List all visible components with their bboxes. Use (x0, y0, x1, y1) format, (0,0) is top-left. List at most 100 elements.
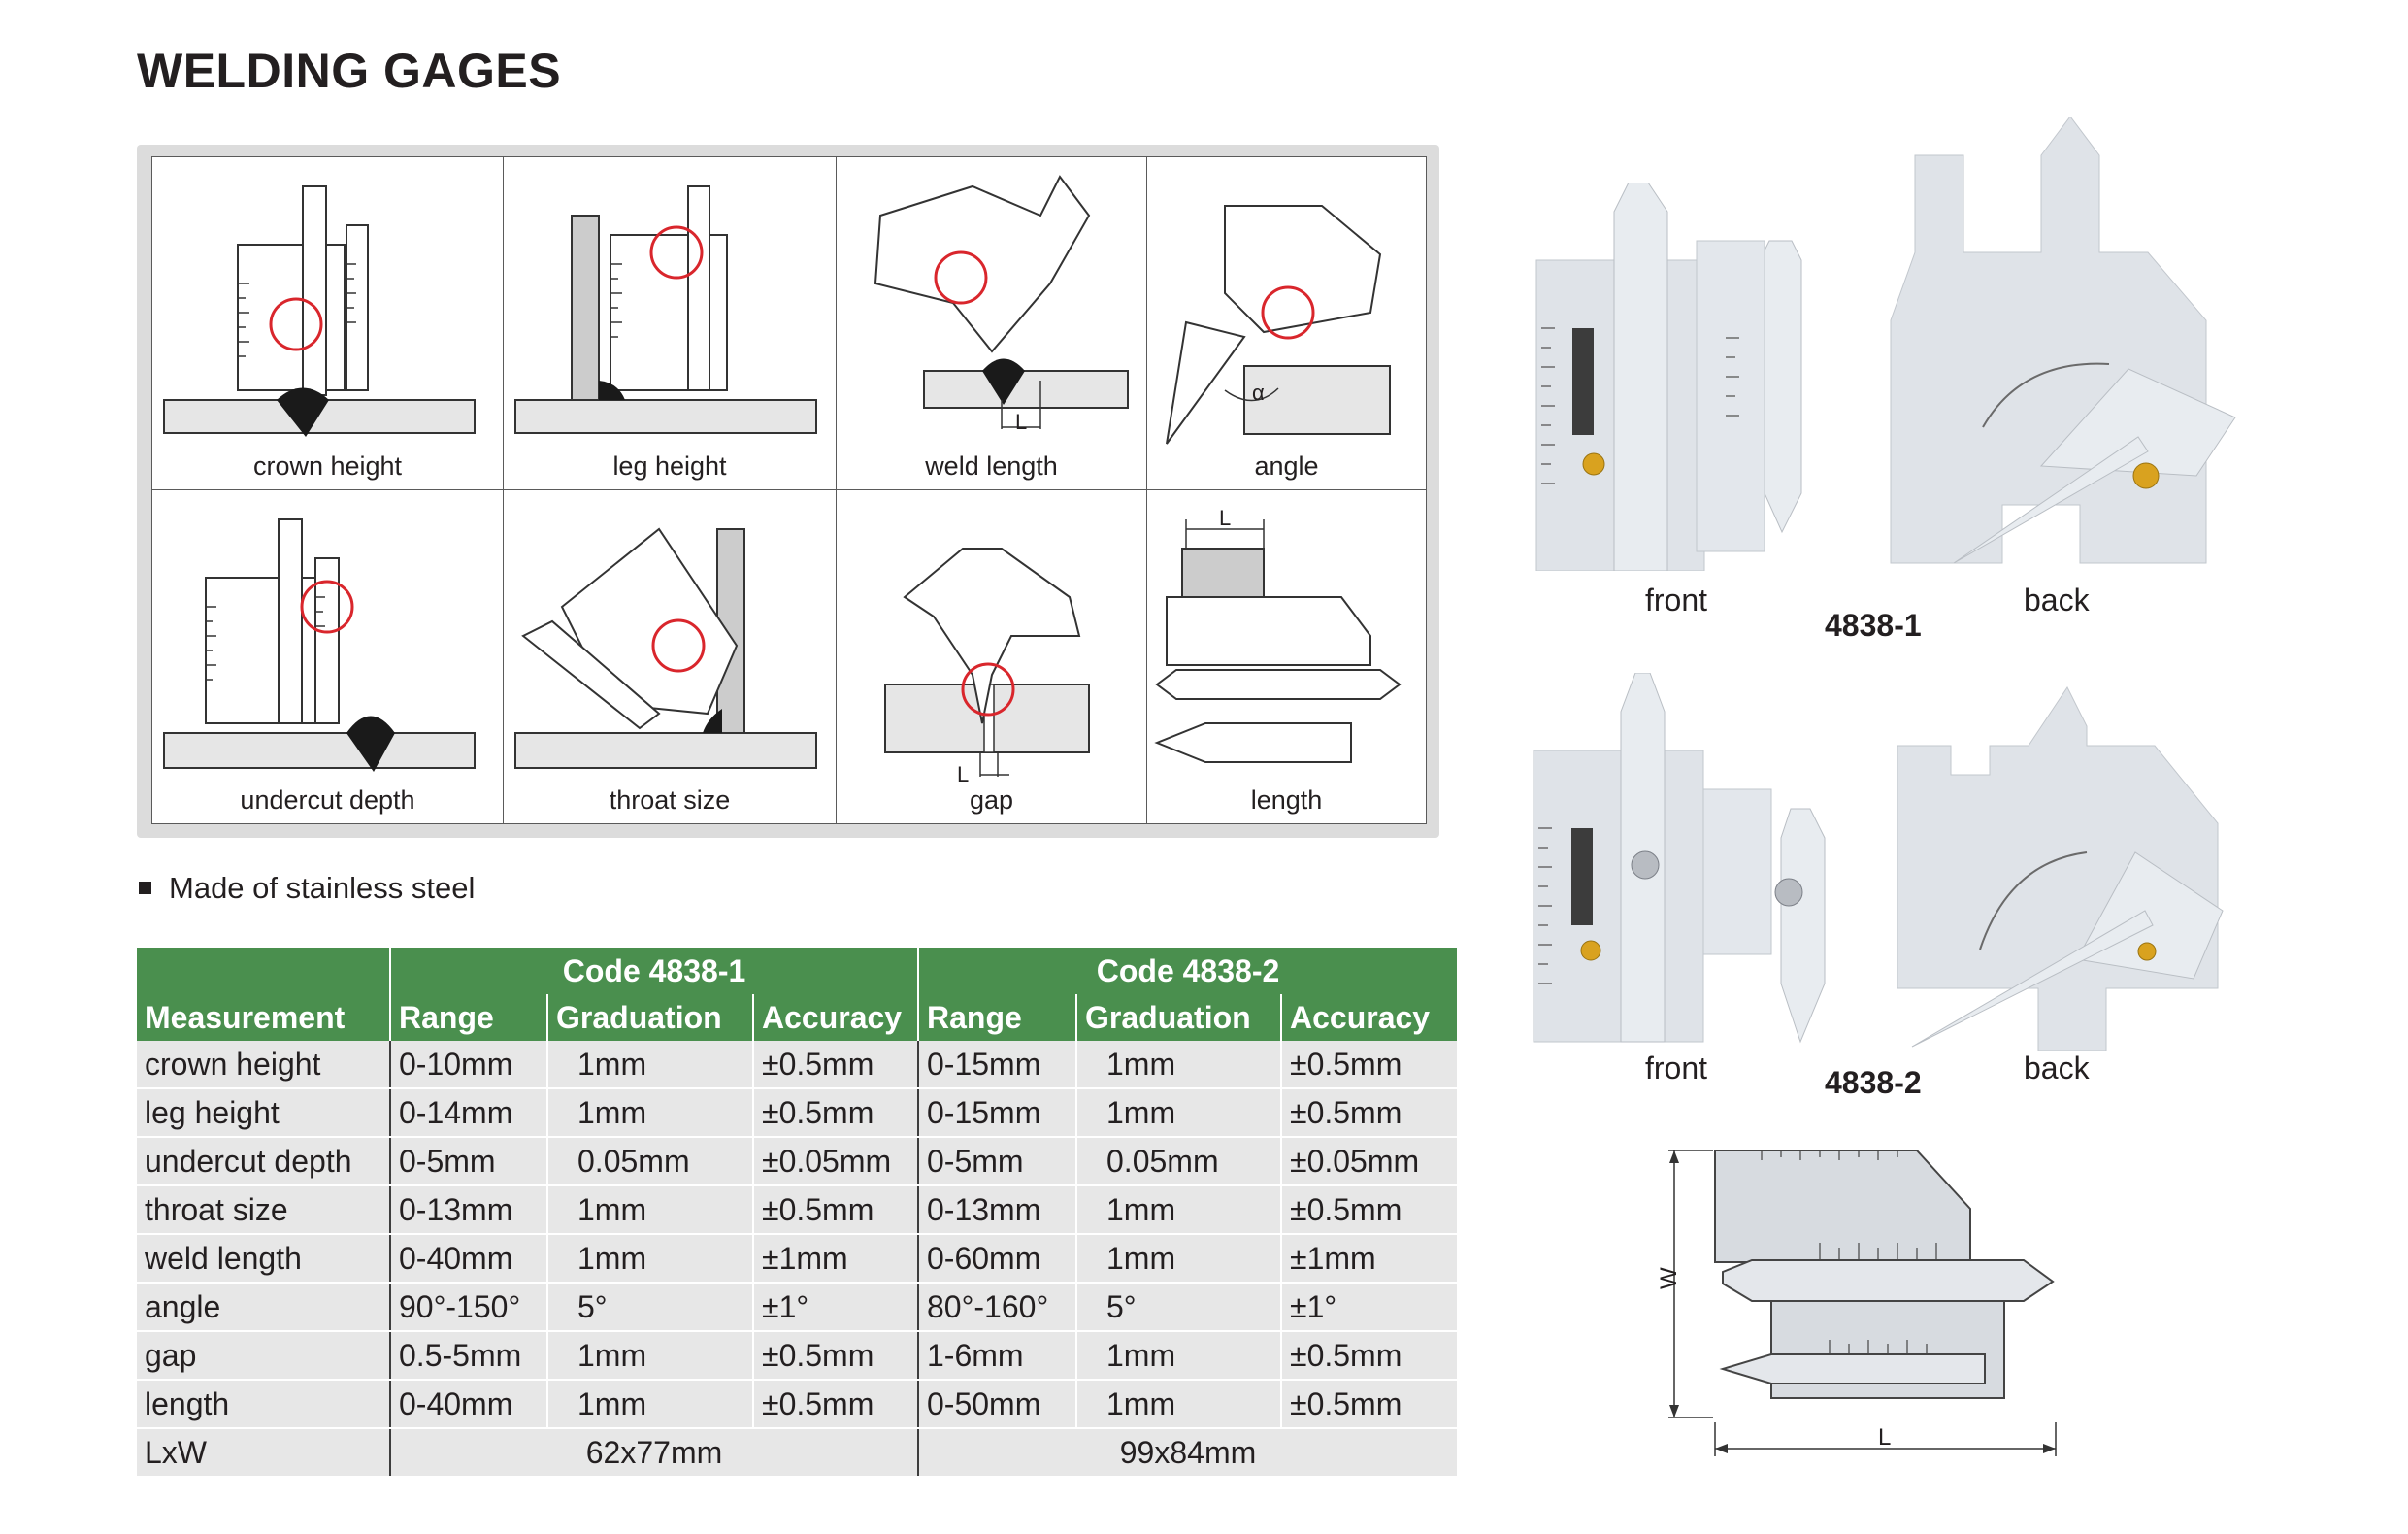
cell-graduation-1: 1mm (546, 1088, 753, 1138)
photo-label-4838-2-back: back (2024, 1050, 2090, 1085)
product-code-4838-2: 4838-2 (1825, 1065, 1922, 1100)
material-note-text: Made of stainless steel (169, 871, 476, 905)
methods-grid: crown height leg height (151, 156, 1427, 824)
cell-accuracy-1: ±1° (752, 1283, 918, 1332)
cell-accuracy-1: ±0.05mm (752, 1137, 918, 1186)
code-4838-2-header: Code 4838-2 (918, 948, 1457, 994)
methods-panel: crown height leg height (137, 145, 1439, 838)
dimension-w-label: W (1656, 1267, 1682, 1289)
angle-diagram: α (1166, 205, 1391, 445)
cell-accuracy-2: ±0.05mm (1280, 1137, 1457, 1186)
method-label-angle: angle (1254, 451, 1319, 481)
method-label-length: length (1250, 785, 1323, 815)
method-label-gap: gap (969, 785, 1014, 815)
cell-accuracy-2: ±1mm (1280, 1234, 1457, 1284)
product-code-4838-1: 4838-1 (1825, 608, 1922, 643)
method-undercut-depth: undercut depth (152, 490, 504, 823)
col-graduation-2: Graduation (1076, 994, 1282, 1041)
gage-4838-1-back-photo (1890, 117, 2236, 564)
cell-accuracy-1: ±0.5mm (752, 1185, 918, 1235)
cell-lxw-4838-2: 99x84mm (917, 1428, 1457, 1476)
cell-range-1: 0-40mm (389, 1380, 547, 1429)
bullet-square-icon (139, 882, 151, 895)
method-throat-size: throat size (504, 490, 837, 823)
length-mark: L (1219, 506, 1231, 530)
method-weld-length: L weld length (837, 157, 1147, 490)
photo-label-4838-1-front: front (1645, 583, 1708, 617)
code-4838-1-header: Code 4838-1 (390, 948, 919, 994)
spec-table: Code 4838-1 Code 4838-2 Measurement Rang… (137, 948, 1457, 1476)
photo-label-4838-1-back: back (2024, 583, 2090, 617)
cell-graduation-1: 5° (546, 1283, 753, 1332)
cell-accuracy-1: ±0.5mm (752, 1331, 918, 1381)
cell-graduation-1: 1mm (546, 1331, 753, 1381)
cell-measurement: throat size (137, 1185, 390, 1235)
photo-label-4838-2-front: front (1645, 1050, 1708, 1085)
gap-diagram: L (884, 548, 1090, 786)
col-range-1: Range (390, 994, 548, 1041)
cell-accuracy-1: ±0.5mm (752, 1088, 918, 1138)
cell-range-1: 0.5-5mm (389, 1331, 547, 1381)
cell-measurement: weld length (137, 1234, 390, 1284)
cell-measurement: length (137, 1380, 390, 1429)
table-header-row: Measurement Range Graduation Accuracy Ra… (137, 994, 1457, 1041)
cell-accuracy-2: ±0.5mm (1280, 1331, 1457, 1381)
cell-graduation-1: 1mm (546, 1041, 753, 1089)
method-crown-height: crown height (152, 157, 504, 490)
cell-graduation-2: 1mm (1075, 1088, 1281, 1138)
cell-range-1: 0-14mm (389, 1088, 547, 1138)
throat-size-diagram (514, 527, 817, 769)
cell-range-1: 0-40mm (389, 1234, 547, 1284)
method-label-leg-height: leg height (612, 451, 727, 481)
cell-lxw-label: LxW (137, 1428, 390, 1476)
cell-lxw-4838-1: 62x77mm (389, 1428, 918, 1476)
method-label-throat-size: throat size (609, 785, 731, 815)
page-title: WELDING GAGES (137, 44, 562, 98)
undercut-depth-diagram (163, 518, 476, 772)
col-graduation-1: Graduation (547, 994, 754, 1041)
cell-graduation-2: 1mm (1075, 1041, 1281, 1089)
cell-range-2: 0-15mm (917, 1041, 1076, 1089)
cell-accuracy-2: ±0.5mm (1280, 1088, 1457, 1138)
dimension-drawing: W L (1656, 1150, 2057, 1456)
cell-range-2: 0-5mm (917, 1137, 1076, 1186)
gage-4838-2-front-photo (1533, 673, 1826, 1044)
cell-graduation-2: 5° (1075, 1283, 1281, 1332)
cell-range-1: 90°-150° (389, 1283, 547, 1332)
method-angle: α angle (1147, 157, 1426, 490)
method-label-weld-length: weld length (925, 451, 1058, 481)
cell-measurement: gap (137, 1331, 390, 1381)
cell-graduation-2: 1mm (1075, 1234, 1281, 1284)
col-accuracy-1: Accuracy (753, 994, 919, 1041)
length-diagram: L (1154, 506, 1402, 763)
cell-graduation-2: 1mm (1075, 1185, 1281, 1235)
cell-range-2: 0-13mm (917, 1185, 1076, 1235)
cell-range-2: 0-60mm (917, 1234, 1076, 1284)
method-leg-height: leg height (504, 157, 837, 490)
cell-range-1: 0-13mm (389, 1185, 547, 1235)
method-length: L length (1147, 490, 1426, 823)
method-gap: L gap (837, 490, 1147, 823)
col-accuracy-2: Accuracy (1281, 994, 1457, 1041)
weld-length-mark: L (1015, 410, 1027, 434)
cell-graduation-2: 0.05mm (1075, 1137, 1281, 1186)
method-label-undercut-depth: undercut depth (240, 785, 415, 815)
dimension-l-label: L (1878, 1424, 1891, 1451)
cell-range-1: 0-5mm (389, 1137, 547, 1186)
gage-4838-2-back-photo (1897, 686, 2224, 1051)
table-corner (137, 948, 391, 994)
cell-graduation-2: 1mm (1075, 1380, 1281, 1429)
gage-4838-1-front-photo (1535, 183, 1802, 571)
col-measurement: Measurement (137, 994, 391, 1041)
col-range-2: Range (918, 994, 1077, 1041)
cell-range-1: 0-10mm (389, 1041, 547, 1089)
